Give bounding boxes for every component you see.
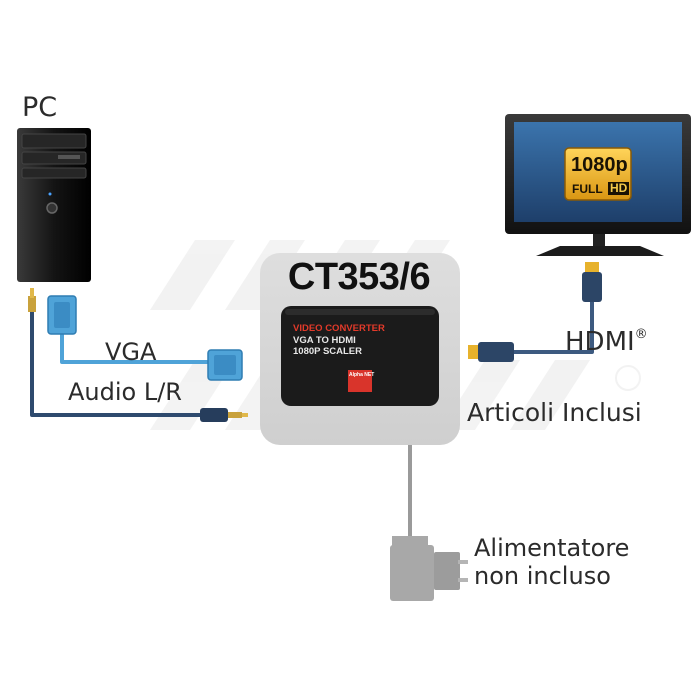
- hdmi-connector-monitor: [582, 262, 602, 302]
- device-text-line1: VIDEO CONVERTER: [293, 323, 385, 334]
- vga-label: VGA: [105, 338, 157, 366]
- power-supply-label-line2: non incluso: [474, 562, 611, 590]
- audio-jack-device: [200, 408, 248, 422]
- power-supply: [390, 536, 468, 601]
- hdmi-registered-mark: ®: [634, 327, 648, 342]
- device-text-line2: VGA TO HDMI: [293, 335, 356, 346]
- badge-hd-text: HD: [608, 181, 630, 195]
- vga-connector-pc: [47, 295, 77, 335]
- hdmi-label-text: HDMI: [565, 327, 635, 357]
- included-items-label: Articoli Inclusi: [467, 398, 642, 427]
- power-supply-label: Alimentatore non incluso: [474, 534, 629, 590]
- hdmi-label: HDMI®: [565, 327, 648, 357]
- brand-logo-text: Alpha NET: [349, 372, 375, 378]
- converter-device: [260, 253, 460, 445]
- audio-cable: [30, 300, 240, 417]
- power-supply-label-line1: Alimentatore: [474, 534, 630, 562]
- badge-full-text: FULL: [572, 182, 603, 196]
- device-text-line3: 1080P SCALER: [293, 346, 362, 357]
- hdmi-connector-device: [468, 342, 514, 362]
- badge-resolution-text: 1080p: [571, 154, 628, 176]
- hdmi-cable: [512, 300, 594, 354]
- vga-connector-device: [207, 349, 243, 381]
- vga-cable: [60, 330, 215, 364]
- device-model-label: CT353/6: [287, 256, 431, 298]
- pc-tower: [17, 128, 91, 282]
- brand-logo: [348, 370, 372, 392]
- audio-label: Audio L/R: [68, 378, 182, 406]
- pc-label: PC: [22, 92, 58, 123]
- audio-jack-pc: [28, 288, 36, 312]
